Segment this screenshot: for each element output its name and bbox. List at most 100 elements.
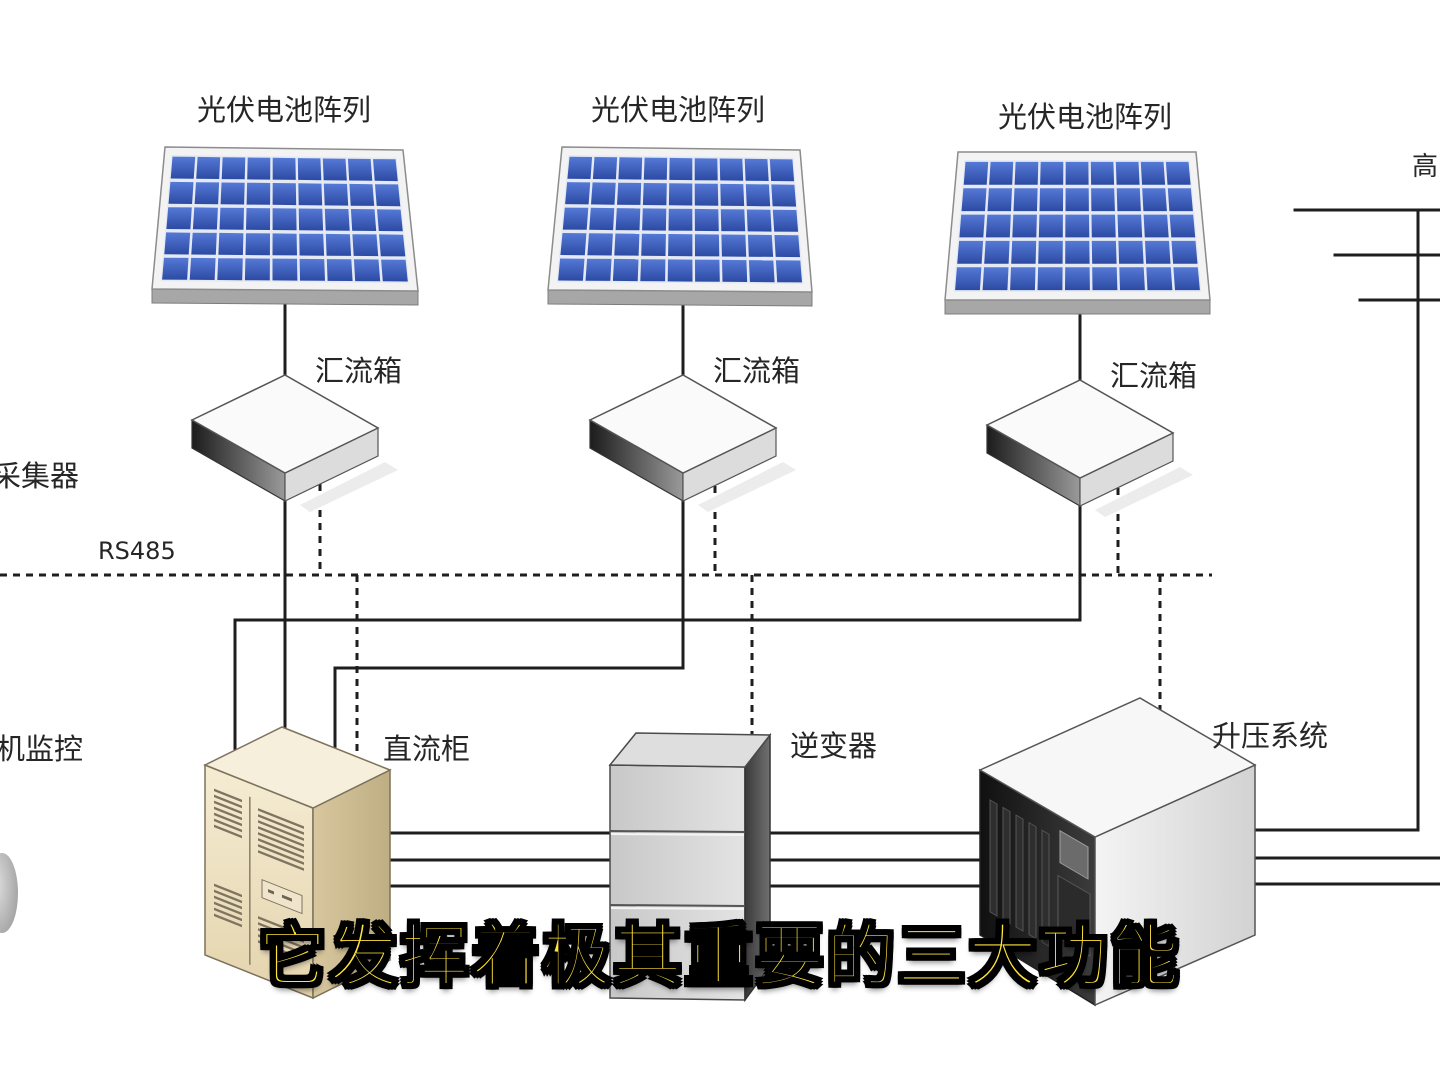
solar-cell [669, 157, 693, 181]
solar-cell [192, 207, 218, 230]
combiner-box-3 [985, 379, 1193, 517]
solar-cell [1165, 161, 1191, 185]
vent-slot [258, 940, 304, 961]
solar-cell [377, 209, 403, 232]
solar-cell [744, 158, 769, 181]
pv-array-3-label: 光伏电池阵列 [998, 100, 1172, 134]
solar-cell [194, 182, 220, 205]
solar-cell [168, 181, 194, 204]
vent-slot [214, 818, 242, 833]
solar-cell [272, 233, 297, 256]
dc-cabinet [203, 726, 392, 1000]
solar-cell [720, 209, 746, 232]
pv-array-1 [151, 146, 419, 306]
solar-cell [246, 182, 271, 205]
solar-cell [955, 267, 982, 291]
solar-cell [1091, 240, 1117, 264]
step-up-vent-column [1015, 814, 1024, 932]
solar-cell [353, 259, 381, 282]
solar-cell [643, 157, 668, 180]
solar-cell [694, 234, 720, 257]
vent-slot [214, 824, 242, 839]
solar-cell [1065, 214, 1090, 238]
solar-cell [774, 235, 800, 258]
solar-cell [166, 207, 192, 230]
solar-cell [668, 183, 693, 206]
solar-cell [558, 258, 585, 281]
solar-cell [694, 208, 719, 232]
solar-cell [347, 158, 373, 181]
pv-array-1-label: 光伏电池阵列 [197, 93, 371, 127]
solar-cell [245, 233, 270, 256]
vent-slot [214, 901, 242, 916]
inverter-drawer-highlight [610, 907, 745, 910]
solar-cell [323, 183, 349, 206]
solar-cell [1014, 161, 1039, 185]
solar-cell [722, 259, 748, 282]
solar-cell [349, 183, 375, 206]
solar-cell [961, 188, 987, 212]
vent-slot [214, 788, 242, 803]
solar-cell [350, 209, 377, 231]
solar-cell [1119, 267, 1145, 291]
vent-slot [214, 895, 242, 910]
solar-cell [298, 208, 324, 231]
solar-cell [618, 157, 643, 180]
solar-cell [1118, 240, 1144, 264]
solar-cell [272, 208, 297, 231]
solar-cell [1011, 240, 1037, 264]
combiner-box-1-label: 汇流箱 [315, 354, 402, 388]
vent-slot [258, 814, 304, 835]
solar-cell [592, 157, 618, 180]
power-wiring [233, 208, 1440, 888]
vent-slot [258, 928, 304, 949]
inverter [608, 732, 772, 1003]
solar-cell [217, 258, 243, 281]
step-up-panel-details [989, 799, 1091, 957]
solar-cell [615, 208, 641, 231]
solar-cell [1091, 188, 1115, 212]
dc-cabinet-label-mark [282, 894, 292, 902]
solar-cell [162, 257, 189, 280]
solar-cell [1115, 161, 1140, 185]
solar-cell [373, 159, 398, 182]
vent-slot [258, 916, 304, 937]
combiner-box-2 [588, 374, 796, 512]
solar-cell [640, 259, 666, 282]
solar-cell [375, 184, 401, 207]
solar-cell [1167, 188, 1193, 212]
solar-cell [1010, 267, 1036, 291]
solar-cell [1012, 214, 1037, 238]
combiner-box-top-face [985, 379, 1175, 479]
solar-cell [1065, 161, 1089, 185]
inverter-drawer-highlight [610, 833, 745, 836]
solar-cell [982, 267, 1009, 291]
solar-cell [220, 182, 245, 205]
solar-cell [721, 234, 747, 257]
step-up-vent-column [1002, 806, 1011, 925]
solar-cell [297, 158, 322, 181]
solar-cell [769, 159, 795, 182]
solar-cell [642, 183, 667, 206]
solar-cell [562, 207, 589, 230]
solar-cell [1169, 214, 1196, 238]
solar-cell [189, 257, 216, 280]
vent-slot [258, 922, 304, 943]
step-up-vent-column [989, 799, 998, 917]
solar-cell [322, 158, 347, 181]
vent-slot [214, 812, 242, 827]
solar-cell [695, 259, 720, 282]
solar-cell [963, 161, 989, 185]
solar-cell [1146, 267, 1173, 291]
solar-cell [984, 240, 1010, 264]
vent-slot [214, 794, 242, 809]
solar-cell [746, 209, 772, 232]
solar-cell [325, 233, 352, 256]
wire-combiner3-to-dc-cabinet [233, 503, 1082, 753]
solar-cell [219, 207, 244, 230]
step-up-lower-panel [1057, 874, 1091, 957]
solar-cell [1117, 214, 1143, 238]
solar-cell [218, 232, 244, 255]
vent-slot [214, 800, 242, 815]
dc-cabinet-top-face [203, 726, 392, 809]
